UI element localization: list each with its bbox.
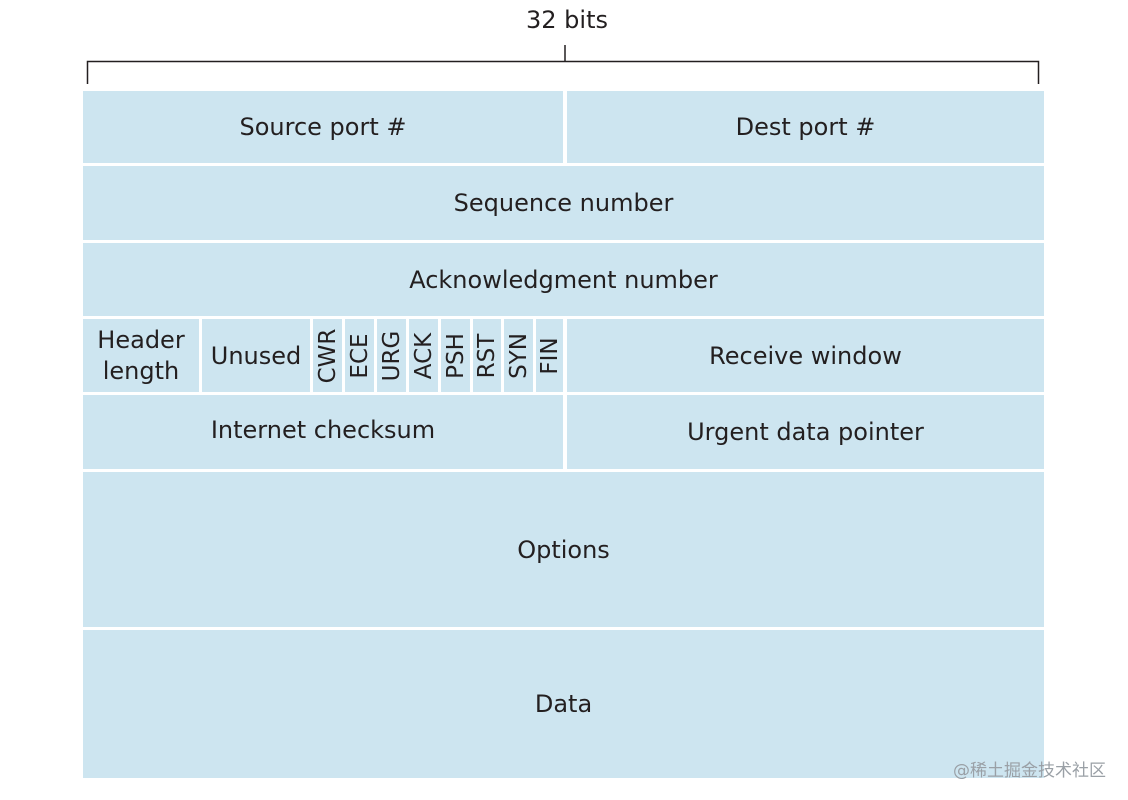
width-bracket xyxy=(86,45,1040,84)
watermark: @稀土掘金技术社区 xyxy=(953,761,1106,781)
flag-psh: PSH xyxy=(441,319,470,392)
data-field: Data xyxy=(83,630,1044,778)
flag-ece: ECE xyxy=(345,319,374,392)
options-field: Options xyxy=(83,472,1044,627)
dest-port-label: Dest port # xyxy=(735,113,876,141)
flag-ack: ACK xyxy=(409,319,438,392)
acknowledgment-number-field: Acknowledgment number xyxy=(83,243,1044,316)
flag-cwr-label: CWR xyxy=(314,328,341,383)
header-length-label-line2: length xyxy=(102,356,180,385)
width-label: 32 bits xyxy=(526,6,608,34)
header-length-label-line1: Header xyxy=(97,325,185,354)
flag-syn-label: SYN xyxy=(505,332,532,379)
urgent-data-pointer-field: Urgent data pointer xyxy=(567,395,1044,469)
flag-fin-label: FIN xyxy=(536,336,563,375)
source-port-field: Source port # xyxy=(83,91,563,163)
unused-label: Unused xyxy=(210,341,302,370)
data-label: Data xyxy=(534,690,593,718)
flag-rst-label: RST xyxy=(474,333,500,378)
flag-fin: FIN xyxy=(536,319,563,392)
internet-checksum-label: Internet checksum xyxy=(210,415,436,444)
flag-urg: URG xyxy=(377,319,406,392)
sequence-number-label: Sequence number xyxy=(453,189,674,217)
receive-window-label: Receive window xyxy=(709,341,902,370)
flag-syn: SYN xyxy=(504,319,533,392)
flag-cwr: CWR xyxy=(313,319,342,392)
unused-field: Unused xyxy=(202,319,310,392)
source-port-label: Source port # xyxy=(239,113,407,141)
internet-checksum-field: Internet checksum xyxy=(83,395,563,469)
dest-port-field: Dest port # xyxy=(567,91,1044,163)
flag-ack-label: ACK xyxy=(410,332,437,379)
sequence-number-field: Sequence number xyxy=(83,166,1044,240)
flag-rst: RST xyxy=(473,319,501,392)
receive-window-field: Receive window xyxy=(567,319,1044,392)
flag-urg-label: URG xyxy=(378,330,405,381)
flag-psh-label: PSH xyxy=(442,332,469,379)
acknowledgment-number-label: Acknowledgment number xyxy=(409,265,718,294)
header-length-field: Header length xyxy=(83,319,199,392)
options-label: Options xyxy=(517,535,610,564)
flag-ece-label: ECE xyxy=(346,332,373,379)
urgent-data-pointer-label: Urgent data pointer xyxy=(687,418,924,446)
